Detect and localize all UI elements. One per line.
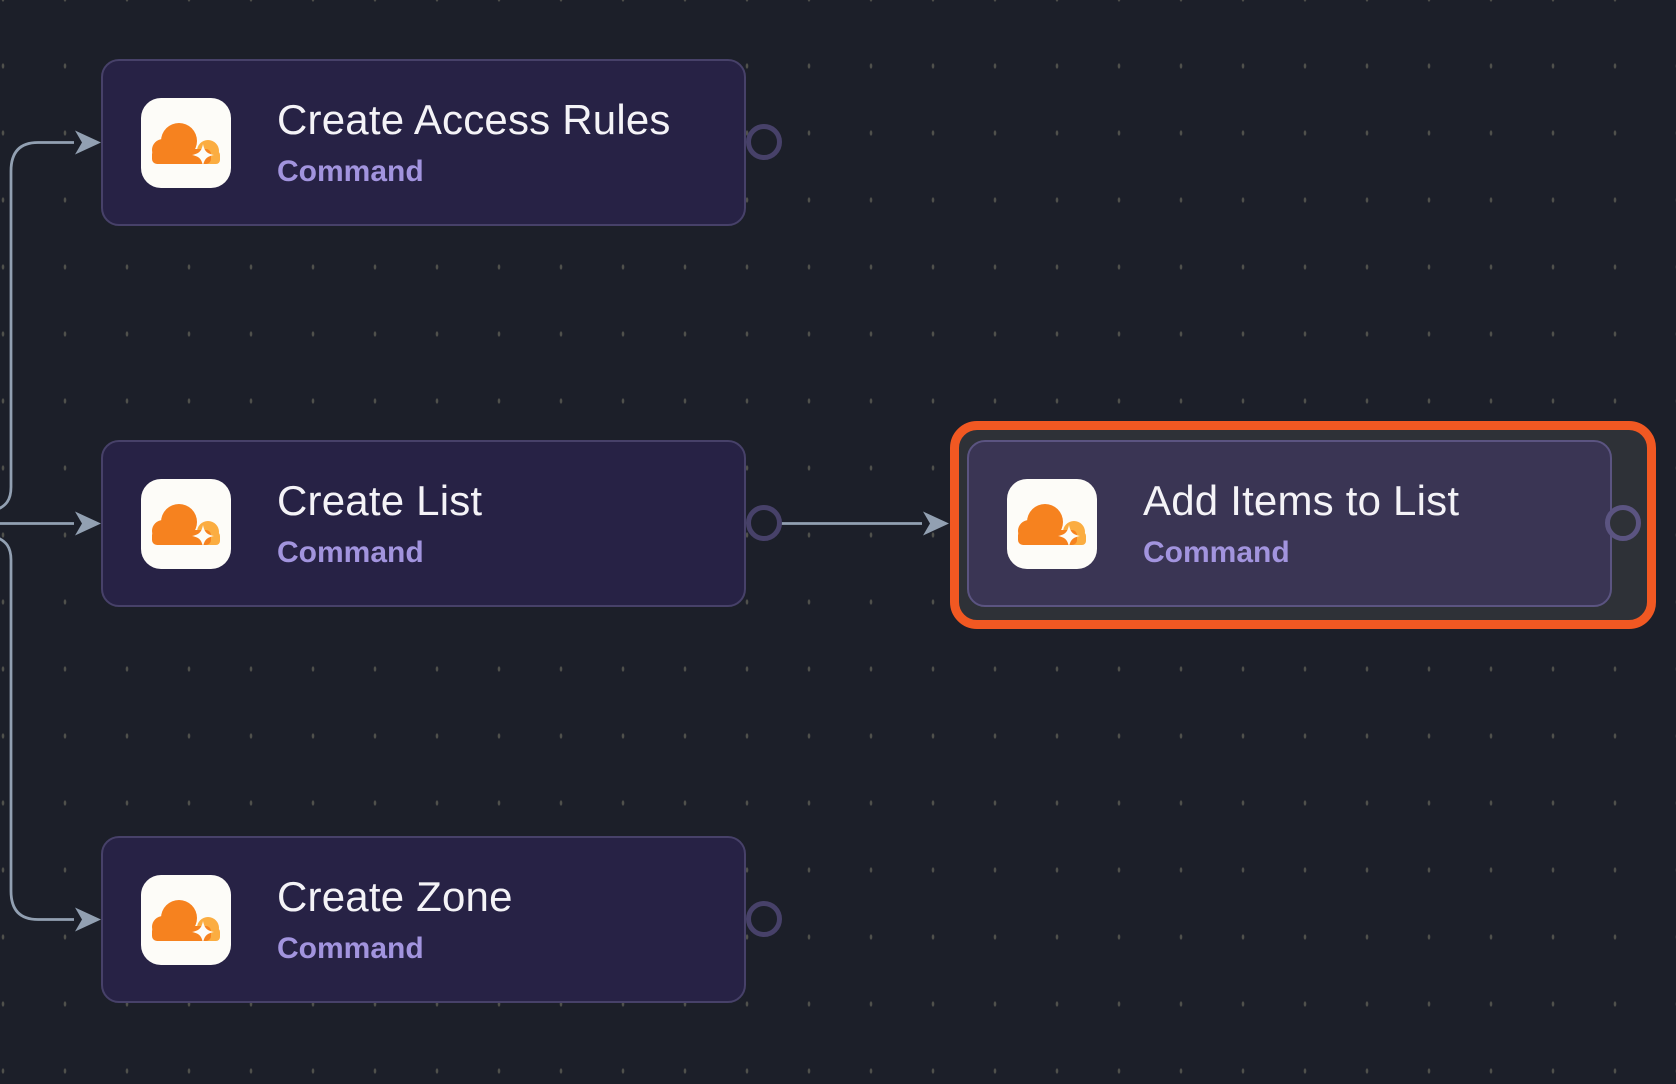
output-port-create-access-rules[interactable] bbox=[746, 124, 782, 160]
node-type-label: Command bbox=[1143, 536, 1290, 569]
cloudflare-icon bbox=[1007, 478, 1097, 569]
node-title: Create Zone bbox=[277, 873, 513, 920]
arrowhead-icon bbox=[75, 511, 101, 536]
arrowhead-icon bbox=[75, 130, 101, 155]
node-type-label: Command bbox=[277, 932, 424, 965]
edge-to-create-access-rules[interactable] bbox=[0, 130, 101, 511]
node-create-list[interactable]: Create List Command bbox=[101, 440, 746, 607]
output-port-create-zone[interactable] bbox=[746, 901, 782, 937]
node-create-zone[interactable]: Create Zone Command bbox=[101, 836, 746, 1003]
selection-highlight: Add Items to List Command bbox=[950, 421, 1656, 629]
node-type-label: Command bbox=[277, 155, 424, 188]
node-add-items-to-list[interactable]: Add Items to List Command bbox=[967, 440, 1612, 607]
node-title: Add Items to List bbox=[1143, 477, 1460, 524]
edge-create-list-to-add-items[interactable] bbox=[781, 511, 949, 536]
edge-to-create-list[interactable] bbox=[0, 511, 101, 536]
output-port-add-items-to-list[interactable] bbox=[1605, 505, 1641, 541]
cloudflare-icon bbox=[141, 97, 231, 188]
node-type-label: Command bbox=[277, 536, 424, 569]
arrowhead-icon bbox=[75, 907, 101, 932]
node-title: Create List bbox=[277, 477, 483, 524]
arrowhead-icon bbox=[923, 511, 949, 536]
edge-to-create-zone[interactable] bbox=[0, 537, 101, 932]
cloudflare-icon bbox=[141, 478, 231, 569]
node-title: Create Access Rules bbox=[277, 96, 671, 143]
output-port-create-list[interactable] bbox=[746, 505, 782, 541]
cloudflare-icon bbox=[141, 874, 231, 965]
node-create-access-rules[interactable]: Create Access Rules Command bbox=[101, 59, 746, 226]
